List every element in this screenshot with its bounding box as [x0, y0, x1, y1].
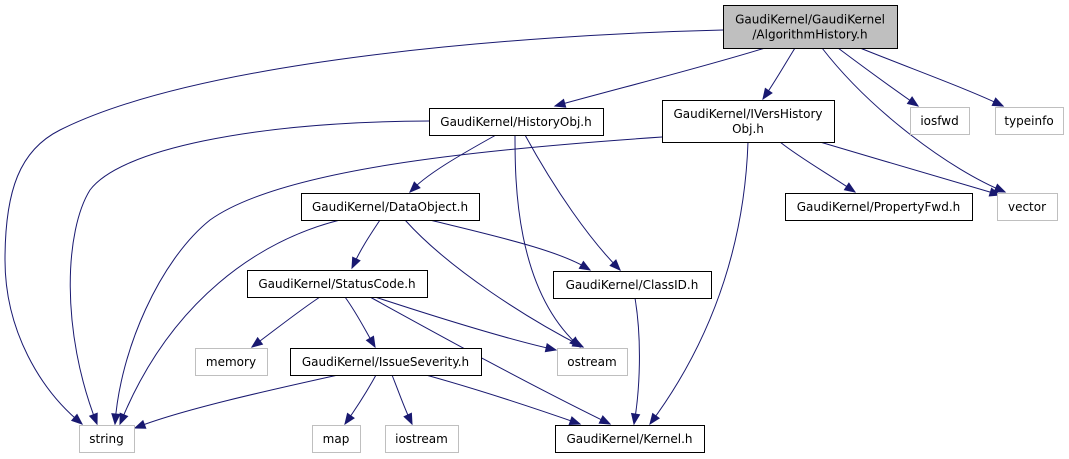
node-box [723, 5, 898, 49]
edge-historyobj-to-ostream [514, 134, 581, 348]
edge-iverhistoryobj-to-string-arrowhead [111, 413, 121, 426]
edge-iverhistoryobj-to-propertyfwd-arrowhead [843, 182, 857, 193]
node-label: iosfwd [920, 114, 958, 128]
edge-root-to-string-arrowhead [70, 413, 84, 425]
node-box [429, 108, 604, 136]
node-box [385, 425, 459, 453]
edge-iverhistoryobj-to-vector [819, 141, 1001, 196]
node-label: GaudiKernel/GaudiKernel [735, 13, 885, 27]
edge-iverhistoryobj-to-kernel-arrowhead [649, 412, 661, 426]
edge-root-to-vector-arrowhead [993, 183, 1007, 193]
edge-root-to-iosfwd [837, 47, 919, 107]
edge-historyobj-to-dataobject-arrowhead [409, 181, 421, 193]
node-issueseverity[interactable]: GaudiKernel/IssueSeverity.h [290, 348, 482, 376]
node-box [555, 425, 705, 453]
edge-dataobject-to-ostream [404, 219, 584, 348]
node-kernel[interactable]: GaudiKernel/Kernel.h [555, 425, 705, 453]
edge-classid-to-kernel-arrowhead [630, 412, 641, 426]
node-string: string [79, 425, 135, 453]
node-vector: vector [997, 193, 1058, 221]
edge-root-to-string [4, 29, 724, 425]
node-label: typeinfo [1004, 114, 1053, 128]
edge-dataobject-to-classid [429, 219, 591, 271]
node-map: map [312, 425, 361, 453]
node-propertyfwd[interactable]: GaudiKernel/PropertyFwd.h [785, 193, 973, 221]
node-label: GaudiKernel/HistoryObj.h [440, 115, 591, 129]
edge-issueseverity-to-kernel [425, 374, 581, 425]
node-iosfwd: iosfwd [910, 107, 970, 135]
node-box [995, 107, 1064, 135]
edge-statuscode-to-issueseverity-arrowhead [365, 335, 376, 349]
node-label: GaudiKernel/ClassID.h [566, 278, 699, 292]
node-label: GaudiKernel/DataObject.h [312, 200, 468, 214]
node-box [557, 348, 628, 376]
node-label: memory [206, 355, 256, 369]
edge-issueseverity-to-map-arrowhead [344, 412, 355, 426]
node-box [910, 107, 970, 135]
edge-root-to-historyobj [554, 47, 766, 107]
node-box [785, 193, 973, 221]
edge-statuscode-to-ostream [374, 296, 557, 351]
node-label: ostream [567, 355, 616, 369]
node-box [301, 193, 480, 221]
node-root: GaudiKernel/GaudiKernel/AlgorithmHistory… [723, 5, 898, 49]
edge-dataobject-to-statuscode-arrowhead [351, 256, 361, 270]
node-box [662, 100, 835, 143]
edge-issueseverity-to-string [134, 374, 339, 429]
node-box [79, 425, 135, 453]
edge-root-to-typeinfo [859, 47, 1004, 107]
node-box [553, 271, 712, 299]
node-box [997, 193, 1058, 221]
edge-statuscode-to-memory-arrowhead [250, 336, 264, 348]
node-label: GaudiKernel/Kernel.h [566, 432, 692, 446]
edge-issueseverity-to-iostream-arrowhead [403, 412, 413, 426]
edge-statuscode-to-ostream-arrowhead [544, 343, 558, 353]
node-statuscode[interactable]: GaudiKernel/StatusCode.h [247, 270, 428, 298]
node-label: Obj.h [732, 122, 764, 136]
edge-historyobj-to-classid [524, 134, 621, 271]
edge-issueseverity-to-string-arrowhead [133, 419, 147, 429]
node-box [290, 348, 482, 376]
node-memory: memory [195, 348, 268, 376]
node-label: map [323, 432, 350, 446]
node-label: GaudiKernel/IssueSeverity.h [302, 355, 469, 369]
node-iostream: iostream [385, 425, 459, 453]
edge-issueseverity-to-kernel-arrowhead [568, 416, 582, 426]
edge-historyobj-to-dataobject [409, 134, 497, 193]
node-box [247, 270, 428, 298]
edge-dataobject-to-classid-arrowhead [578, 260, 592, 271]
node-label: GaudiKernel/IVersHistory [673, 107, 822, 121]
node-label: /AlgorithmHistory.h [752, 28, 867, 42]
node-ostream: ostream [557, 348, 628, 376]
edge-root-to-iverhistoryobj-arrowhead [762, 87, 773, 101]
node-label: GaudiKernel/PropertyFwd.h [797, 200, 960, 214]
edge-historyobj-to-string [69, 120, 430, 425]
node-box [312, 425, 361, 453]
edges-layer [4, 29, 1007, 429]
edge-dataobject-to-string-arrowhead [119, 412, 129, 426]
node-box [195, 348, 268, 376]
nodes-layer: GaudiKernel/GaudiKernel/AlgorithmHistory… [79, 5, 1064, 453]
node-classid[interactable]: GaudiKernel/ClassID.h [553, 271, 712, 299]
edge-iverhistoryobj-to-string [114, 136, 663, 425]
node-label: GaudiKernel/StatusCode.h [258, 277, 415, 291]
edge-root-to-typeinfo-arrowhead [991, 97, 1005, 107]
node-label: string [89, 432, 123, 446]
edge-statuscode-to-memory [251, 296, 321, 348]
node-label: iostream [395, 432, 448, 446]
edge-historyobj-to-string-arrowhead [88, 412, 98, 426]
node-typeinfo: typeinfo [995, 107, 1064, 135]
edge-root-to-iosfwd-arrowhead [906, 96, 920, 107]
edge-iverhistoryobj-to-kernel [649, 141, 749, 425]
node-label: vector [1008, 200, 1046, 214]
edge-root-to-historyobj-arrowhead [553, 98, 567, 108]
node-historyobj[interactable]: GaudiKernel/HistoryObj.h [429, 108, 604, 136]
edge-dataobject-to-string [119, 219, 341, 425]
edge-statuscode-to-kernel-arrowhead [598, 415, 612, 425]
edge-dataobject-to-ostream-arrowhead [571, 337, 585, 348]
edge-classid-to-kernel [633, 297, 640, 425]
edge-historyobj-to-classid-arrowhead [609, 259, 621, 271]
node-dataobject[interactable]: GaudiKernel/DataObject.h [301, 193, 480, 221]
